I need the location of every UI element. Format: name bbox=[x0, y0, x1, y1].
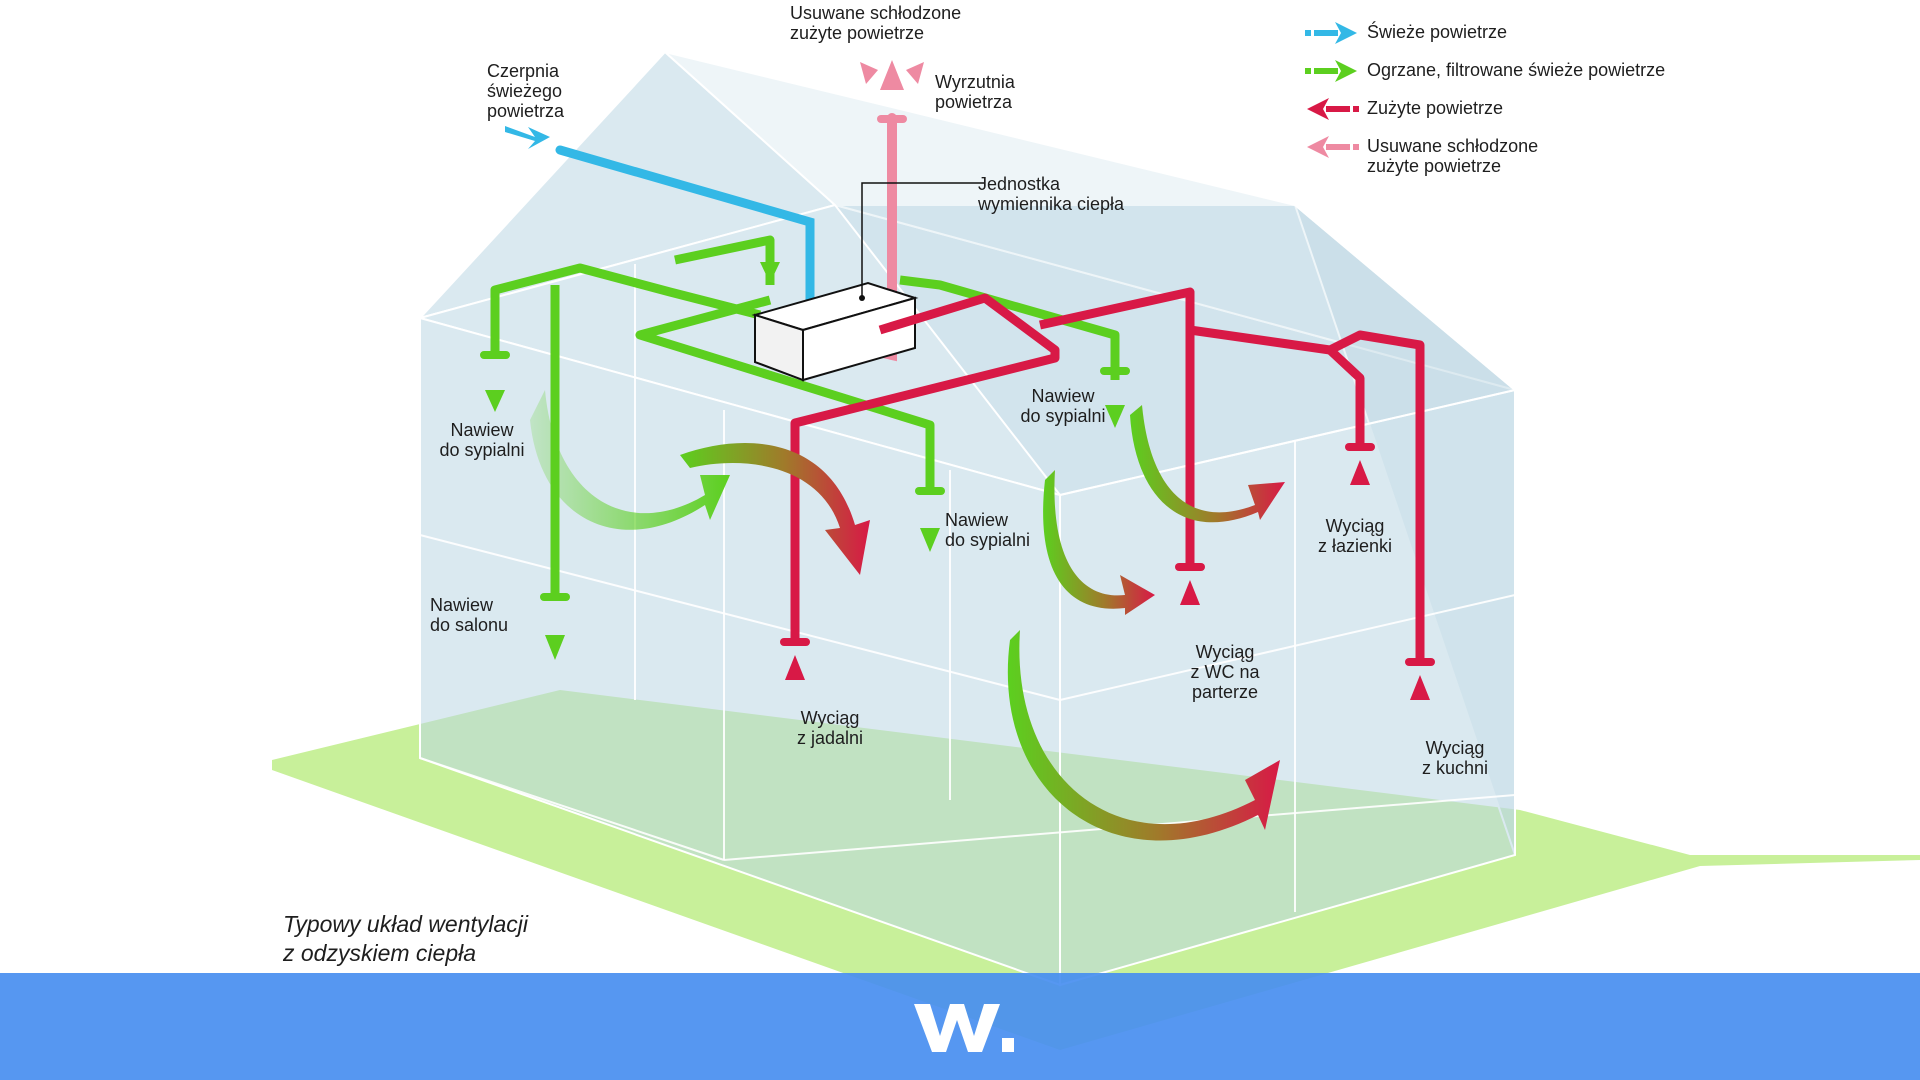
label-supply-bedroom-left: Nawiew do sypialni bbox=[439, 420, 525, 460]
label-extract-dining: Wyciąg z jadalni bbox=[796, 708, 864, 748]
arrow-right-icon bbox=[1305, 22, 1357, 44]
label-supply-living-room: Nawiew do salonu bbox=[430, 595, 509, 635]
exchanger-pointer-line bbox=[861, 182, 985, 298]
legend-item-fresh-air: Świeże powietrze bbox=[1305, 20, 1785, 58]
heat-exchanger-box bbox=[751, 281, 919, 382]
label-extract-bathroom: Wyciąg z łazienki bbox=[1317, 516, 1393, 556]
label-cooled-exhaust-top: Usuwane schłodzone zużyte powietrze bbox=[790, 3, 962, 43]
exchanger-pointer-dot bbox=[859, 295, 865, 301]
outlet-arrow-right bbox=[906, 62, 924, 84]
legend-label: Usuwane schłodzone zużyte powietrze bbox=[1367, 136, 1539, 176]
fresh-air-intake-arrow bbox=[505, 126, 550, 149]
label-extract-wc: Wyciąg z WC na parterze bbox=[1190, 642, 1260, 702]
outlet-arrow-left bbox=[860, 62, 878, 84]
house-edges bbox=[419, 264, 1516, 912]
arrow-left-icon bbox=[1307, 136, 1359, 158]
legend: Świeże powietrze Ogrzane, filtrowane świ… bbox=[1305, 20, 1785, 180]
legend-item-exhaust-air: Zużyte powietrze bbox=[1305, 96, 1785, 134]
label-extract-kitchen: Wyciąg z kuchni bbox=[1421, 738, 1489, 778]
label-fresh-air-intake: Czerpnia świeżego powietrza bbox=[487, 61, 565, 121]
legend-label: Świeże powietrze bbox=[1367, 22, 1508, 42]
exhaust-grilles bbox=[780, 443, 1435, 700]
arrow-left-icon bbox=[1307, 98, 1359, 120]
brand-logo bbox=[914, 1004, 1014, 1052]
label-heat-exchanger: Jednostka wymiennika ciepła bbox=[978, 174, 1125, 214]
diagram-caption: Typowy układ wentylacji z odzyskiem ciep… bbox=[283, 911, 529, 966]
legend-item-cooled-exhaust: Usuwane schłodzone zużyte powietrze bbox=[1305, 134, 1785, 180]
label-air-outlet: Wyrzutnia powietrza bbox=[935, 72, 1015, 112]
label-supply-bedroom-middle: Nawiew do sypialni bbox=[945, 510, 1031, 550]
label-supply-bedroom-right: Nawiew do sypialni bbox=[1020, 386, 1106, 426]
outlet-flange bbox=[877, 115, 907, 123]
arrow-right-icon bbox=[1305, 60, 1357, 82]
supply-diffusers bbox=[480, 262, 1130, 660]
legend-label: Ogrzane, filtrowane świeże powietrze bbox=[1367, 60, 1666, 80]
outlet-arrow bbox=[880, 60, 904, 90]
legend-item-supply-air: Ogrzane, filtrowane świeże powietrze bbox=[1305, 58, 1785, 96]
legend-label: Zużyte powietrze bbox=[1367, 98, 1504, 118]
fresh-air-duct bbox=[555, 145, 815, 305]
airflow-arrows bbox=[530, 390, 1285, 841]
